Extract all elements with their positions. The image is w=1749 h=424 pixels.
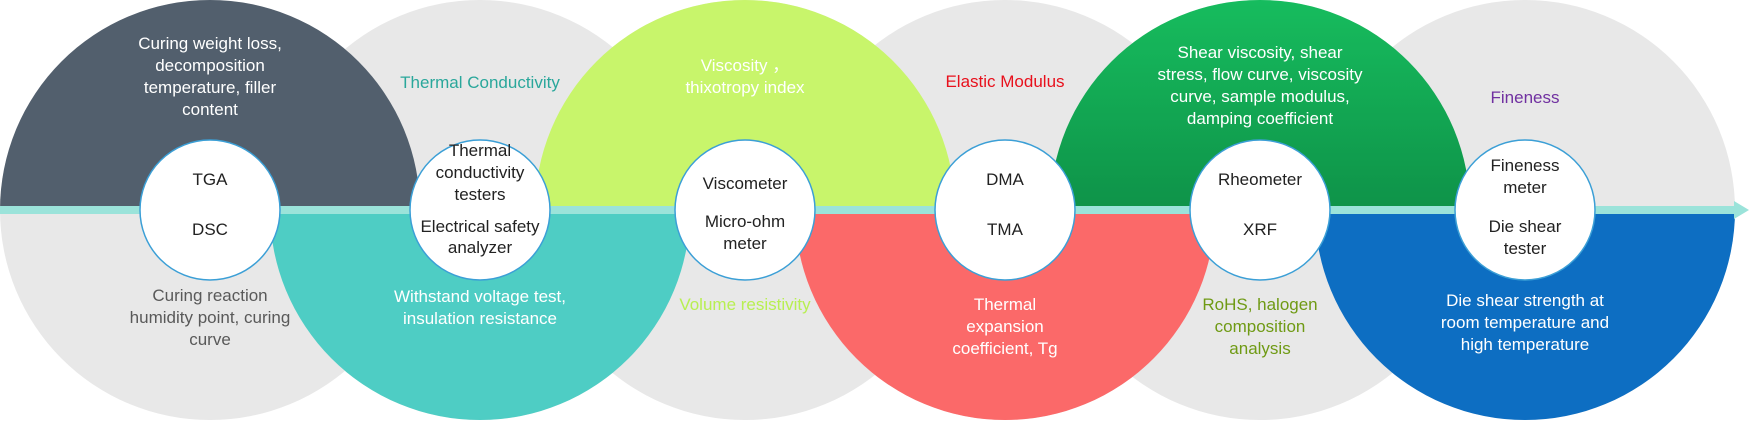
property-description-top: stress, flow curve, viscosity [1158,65,1363,84]
coral-bottom-half [795,210,1215,420]
property-description-top: thixotropy index [685,78,805,97]
instrument-top-label: TGA [193,170,229,189]
green-overlap-tint [1050,0,1470,210]
lime-top-half [535,0,955,210]
instrument-circle-1 [139,139,281,281]
property-description-bottom: Volume resistivity [679,295,811,314]
instrument-top-label: Thermal [449,141,511,160]
property-description-top: curve, sample modulus, [1170,87,1350,106]
instrument-bottom-label: analyzer [448,238,513,257]
property-description-bottom: Withstand voltage test, [394,287,566,306]
property-description-bottom: RoHS, halogen [1202,295,1317,314]
instrument-top-label: Viscometer [703,174,788,193]
instrument-circle-5 [1189,139,1331,281]
instrument-bottom-label: meter [723,234,767,253]
teal-bottom-half [270,210,690,420]
property-description-bottom: Curing reaction [152,286,267,305]
property-description-bottom: analysis [1229,339,1290,358]
instrument-top-label: conductivity [436,163,525,182]
instrument-bottom-label: XRF [1243,220,1277,239]
instrument-bottom-label: Die shear [1489,217,1562,236]
instrument-circle-3 [674,139,816,281]
instrument-bottom-label: DSC [192,220,228,239]
property-description-bottom: insulation resistance [403,309,557,328]
property-description-top: temperature, filler [144,78,277,97]
timeline-arrowhead [1734,201,1749,219]
coral-overlap-tint [795,210,1215,420]
instrument-circle-4 [934,139,1076,281]
property-description-top: Shear viscosity, shear [1177,43,1342,62]
slate-top-half [0,0,420,210]
property-description-bottom: Die shear strength at [1446,291,1604,310]
property-description-bottom: room temperature and [1441,313,1609,332]
green-top-half [1050,0,1470,210]
instrument-bottom-label: Electrical safety [420,217,540,236]
property-description-bottom: curve [189,330,231,349]
instrument-top-label: meter [1503,178,1547,197]
instrument-top-label: Fineness [1491,156,1560,175]
property-description-top: Thermal Conductivity [400,73,560,92]
property-description-top: content [182,100,238,119]
property-description-top: Viscosity ， [701,56,790,75]
property-description-bottom: coefficient, Tg [952,339,1057,358]
property-description-bottom: expansion [966,317,1044,336]
property-description-top: decomposition [155,56,265,75]
property-description-bottom: high temperature [1461,335,1590,354]
property-description-bottom: humidity point, curing [130,308,291,327]
instrument-bottom-label: Micro-ohm [705,212,785,231]
timeline-axis [0,206,1738,214]
property-description-bottom: Thermal [974,295,1036,314]
blue-bottom-half [1315,210,1735,420]
property-description-top: damping coefficient [1187,109,1333,128]
property-description-top: Elastic Modulus [945,72,1064,91]
instrument-top-label: testers [454,185,505,204]
instrument-top-label: Rheometer [1218,170,1302,189]
instrument-bottom-label: tester [1504,239,1547,258]
property-description-top: Fineness [1491,88,1560,107]
instrument-circle-2 [409,139,551,281]
instrument-circle-6 [1454,139,1596,281]
instrument-bottom-label: TMA [987,220,1024,239]
property-description-bottom: composition [1215,317,1306,336]
instrument-top-label: DMA [986,170,1024,189]
property-description-top: Curing weight loss, [138,34,282,53]
